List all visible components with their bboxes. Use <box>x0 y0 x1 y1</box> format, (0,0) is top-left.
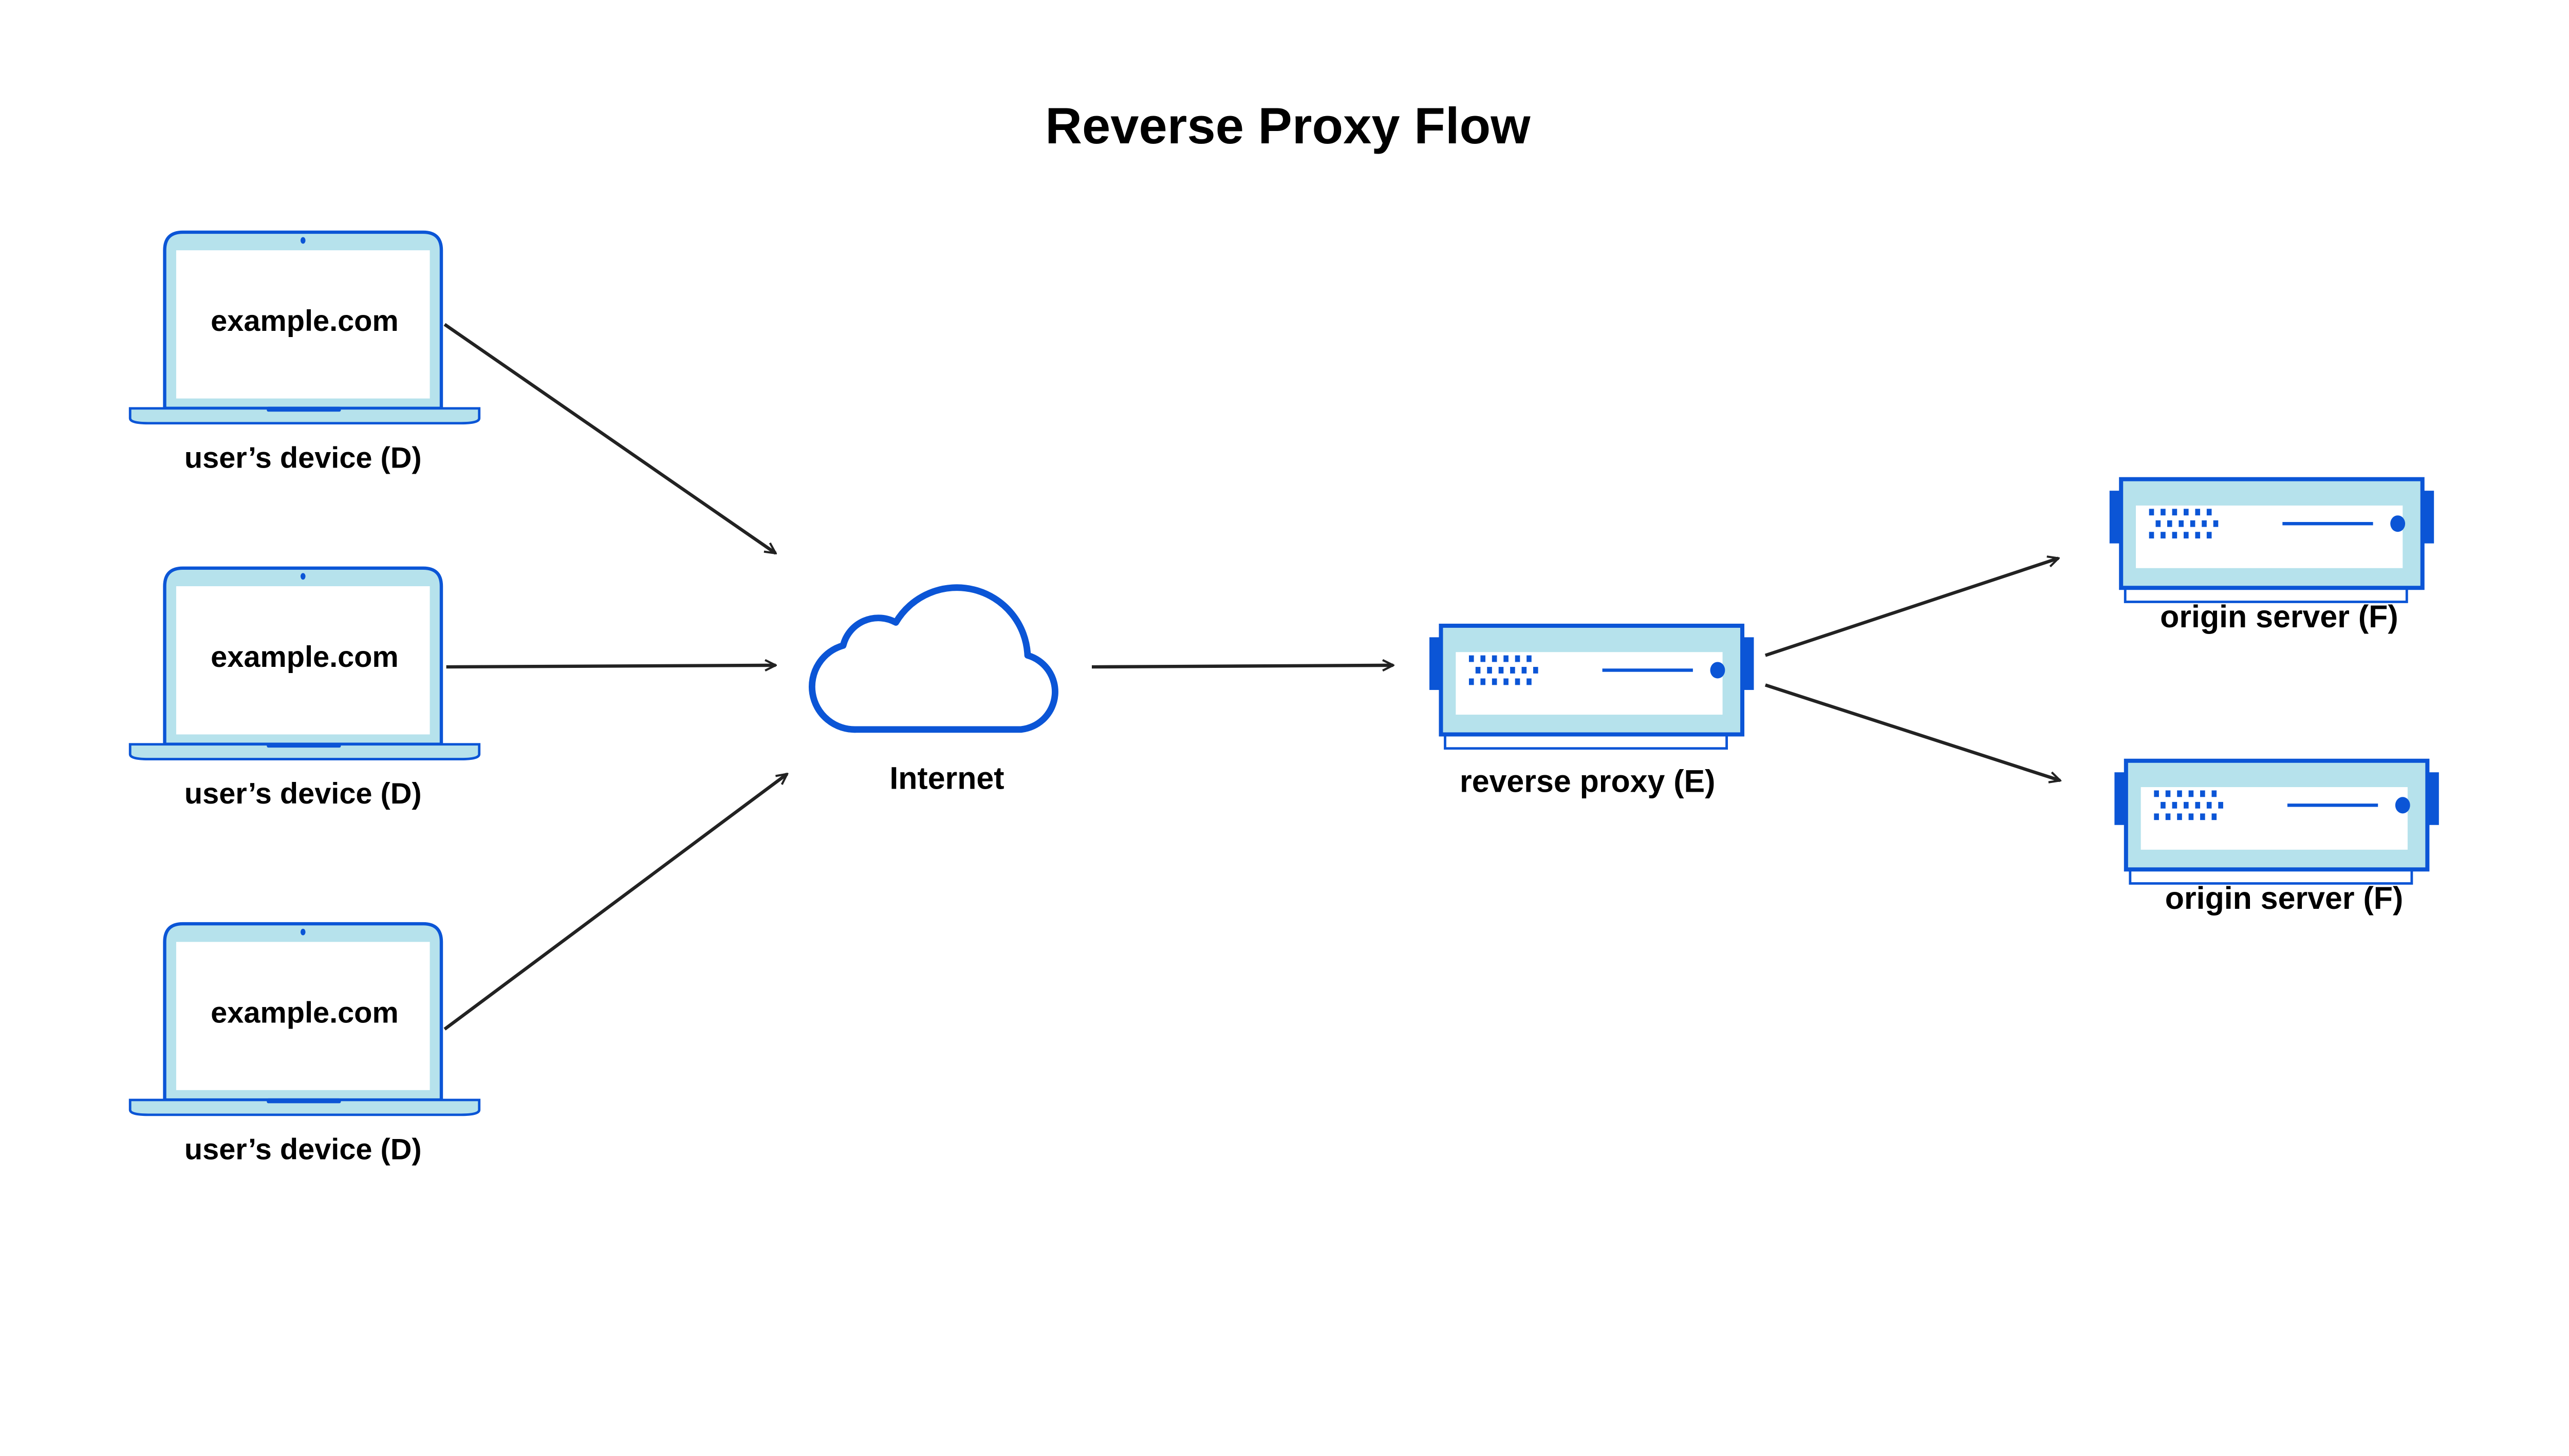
screen-text: example.com <box>211 305 399 338</box>
server-icon <box>2114 761 2438 884</box>
user-device-2: example.com user’s device (D) <box>130 568 479 810</box>
internet-label: Internet <box>889 760 1004 795</box>
proxy-label: reverse proxy (E) <box>1460 764 1715 799</box>
device-label: user’s device (D) <box>184 441 422 474</box>
arrow-device2-to-internet <box>446 665 776 667</box>
arrow-proxy-to-origin2 <box>1764 683 2060 780</box>
origin-server-2: origin server (F) <box>2114 761 2438 916</box>
user-device-3: example.com user’s device (D) <box>130 924 479 1166</box>
origin-server-1: origin server (F) <box>2110 479 2434 634</box>
device-label: user’s device (D) <box>184 1133 422 1166</box>
screen-text: example.com <box>211 996 399 1029</box>
internet-node: Internet <box>809 584 1058 795</box>
user-device-1: example.com user’s device (D) <box>130 232 479 474</box>
server-icon <box>1429 626 1754 749</box>
arrow-device3-to-internet <box>443 774 787 1031</box>
cloud-icon <box>809 584 1058 733</box>
arrow-device1-to-internet <box>443 323 775 555</box>
screen-text: example.com <box>211 641 399 674</box>
diagram: Reverse Proxy Flow example.com user’s de… <box>0 98 2569 1166</box>
reverse-proxy-node: reverse proxy (E) <box>1429 626 1754 799</box>
server-icon <box>2110 479 2434 602</box>
origin-label: origin server (F) <box>2165 881 2403 916</box>
origin-label: origin server (F) <box>2160 599 2398 634</box>
page-title: Reverse Proxy Flow <box>1045 98 1531 155</box>
arrow-internet-to-proxy <box>1091 665 1393 667</box>
arrow-proxy-to-origin1 <box>1764 558 2059 657</box>
device-label: user’s device (D) <box>184 777 422 810</box>
